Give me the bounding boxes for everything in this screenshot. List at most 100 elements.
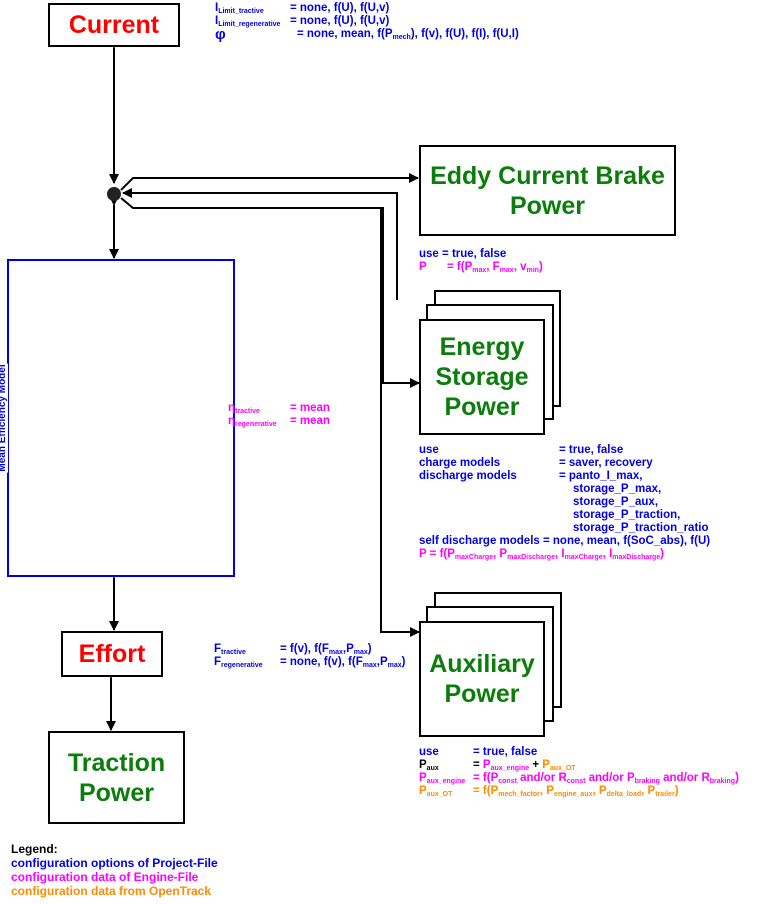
subscript: delta_load — [606, 791, 642, 798]
formula-text: + — [532, 759, 540, 771]
subscript: max — [353, 649, 368, 656]
formula-text: storage_P_max, — [419, 483, 710, 496]
subscript: aux_engine — [426, 778, 466, 785]
formula-text: P = f(PmaxCharge, PmaxDischarge, ImaxCha… — [419, 548, 664, 561]
formula-text: use = true, false — [419, 444, 710, 457]
formula-text: Fregenerative — [214, 656, 280, 669]
formula-text: use = true, false — [419, 248, 543, 261]
subscript: mech_factor — [498, 791, 540, 798]
formula-text: ), f(v), f(U), f(I), f(U,I) — [410, 28, 519, 40]
formula-text: Paux_engine — [419, 772, 473, 785]
formula-text — [419, 509, 573, 522]
subscript: braking — [709, 778, 736, 785]
formula-text: = true, false — [442, 248, 507, 260]
formula-text: P — [419, 261, 427, 273]
formula-text: P — [419, 785, 427, 797]
formula-text: storage_P_aux, — [573, 496, 659, 508]
formula-text: storage_P_traction_ratio — [573, 522, 709, 534]
formula-text: charge models — [419, 457, 501, 469]
formula-text: and/or R — [516, 772, 567, 784]
current-block[interactable]: Current — [48, 3, 180, 47]
arrow-from-energy-storage — [122, 188, 398, 300]
traction-power-block[interactable]: Traction Power — [48, 731, 185, 824]
formula-text: ηregenerative= mean — [228, 415, 330, 428]
formula-text: self discharge models — [419, 535, 540, 547]
formula-text: use= true, false — [419, 746, 739, 759]
mean-efficiency-model-block[interactable] — [7, 259, 235, 577]
formula-text: = saver, recovery — [559, 457, 653, 469]
formula-text: Paux_OT — [419, 785, 473, 798]
eddy-current-brake-block[interactable]: Eddy Current Brake Power — [419, 145, 676, 236]
formula-text: discharge models= panto_I_max, — [419, 470, 710, 483]
effort-block[interactable]: Effort — [61, 631, 163, 677]
formula-text: = f(v), f(Fmax,Pmax) — [280, 643, 372, 656]
formula-text: Paux_engine — [483, 759, 529, 772]
formula-text: use — [419, 444, 439, 456]
formula-text: = mean — [290, 415, 330, 427]
formula-text — [419, 496, 573, 509]
formula-text: ) — [401, 656, 406, 668]
formula-text: , P — [592, 785, 607, 797]
efficiency-params: ηtractive= mean ηregenerative= mean — [228, 402, 330, 428]
formula-text: discharge models — [419, 470, 517, 482]
formula-text: ) — [674, 785, 679, 797]
subscript: const — [566, 778, 586, 785]
auxiliary-power-block[interactable]: Auxiliary Power — [419, 621, 545, 737]
formula-text: Paux_OT= f(Pmech_factor, Pengine_aux, Pd… — [419, 785, 739, 798]
subscript: min — [526, 267, 539, 274]
current-params: ILimit_tractive= none, f(U), f(U,v) ILim… — [215, 2, 519, 43]
subscript: regenerative — [235, 421, 277, 428]
formula-text: ILimit_regenerative — [215, 15, 290, 28]
formula-text: Paux_engine= f(Pconst and/or Rconst and/… — [419, 772, 739, 785]
formula-text: , v — [513, 261, 527, 273]
formula-text: = true, false — [559, 444, 624, 456]
formula-text: I — [215, 2, 219, 14]
formula-text: Ftractive= f(v), f(Fmax,Pmax) — [214, 643, 405, 656]
subscript: Limit_regenerative — [218, 21, 281, 28]
subscript: maxDischarge — [612, 554, 661, 561]
legend-item-engine-file: configuration data of Engine-File — [11, 870, 199, 884]
formula-text: = — [473, 759, 480, 771]
formula-text: charge models = saver, recovery — [419, 457, 710, 470]
formula-text: = none, f(v), f(F — [280, 656, 363, 668]
legend-item-project-file: configuration options of Project-File — [11, 856, 218, 870]
storage-params: use = true, false charge models = saver, r… — [419, 444, 710, 561]
formula-text: P= f(Pmax, Fmax, vmin) — [419, 261, 543, 274]
subscript: maxCharge — [564, 554, 603, 561]
formula-text: Ftractive — [214, 643, 280, 656]
formula-text: , P — [641, 785, 656, 797]
formula-text: storage_P_traction_ratio — [419, 522, 710, 535]
formula-text: Paux= Paux_engine + Paux_OT — [419, 759, 739, 772]
subscript: mech — [392, 34, 411, 41]
subscript: max — [472, 267, 487, 274]
i-limit-tractive-value: = none, f(U), f(U,v) — [290, 2, 390, 14]
formula-text: φ= none, mean, f(Pmech), f(v), f(U), f(I… — [215, 26, 519, 43]
formula-text: = f(Pmech_factor, Pengine_aux, Pdelta_lo… — [473, 785, 679, 798]
formula-text: ηtractive — [228, 402, 290, 415]
formula-text: = f(Pconst and/or Rconst and/or Pbraking… — [473, 772, 739, 785]
formula-text: storage_P_traction, — [573, 509, 681, 521]
formula-text: = mean — [290, 402, 330, 414]
formula-text: P — [482, 759, 491, 771]
formula-text: storage_P_max, — [573, 483, 662, 495]
formula-text: ILimit_regenerative= none, f(U), f(U,v) — [215, 15, 519, 28]
formula-text: P = f(PmaxCharge, PmaxDischarge, ImaxCha… — [419, 548, 710, 561]
junction-node — [107, 187, 121, 201]
formula-text: = f(P — [473, 785, 499, 797]
arrow-to-auxiliary — [380, 208, 420, 637]
formula-text: ) — [660, 548, 664, 560]
energy-storage-block[interactable]: Energy Storage Power — [419, 319, 545, 435]
subscript: maxCharge — [454, 554, 494, 561]
formula-text: , I — [602, 548, 613, 560]
subscript: regenerative — [221, 662, 263, 669]
subscript: trailer — [655, 791, 675, 798]
subscript: aux — [426, 765, 439, 772]
formula-text: φ — [215, 26, 226, 43]
formula-text — [419, 522, 573, 535]
formula-text: = true, false — [473, 746, 538, 758]
subscript: max — [499, 267, 514, 274]
formula-text: ηtractive= mean — [228, 402, 330, 415]
subscript: const — [498, 778, 517, 785]
formula-text: ηregenerative — [228, 415, 290, 428]
